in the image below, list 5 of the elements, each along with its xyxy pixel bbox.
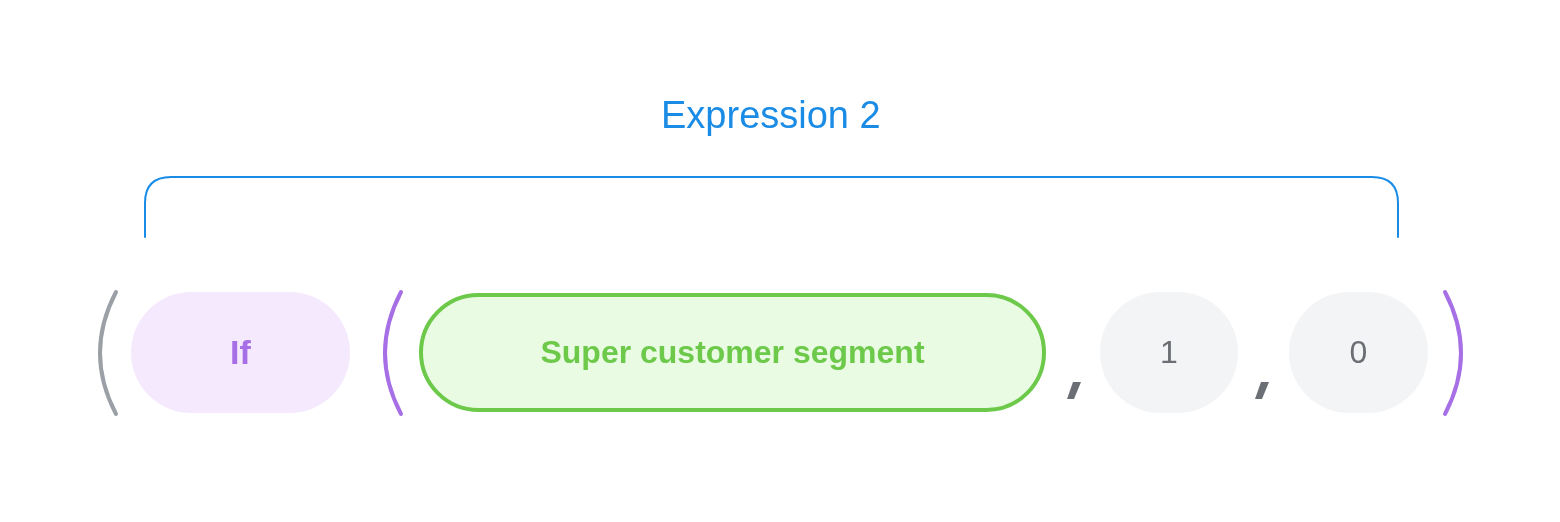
function-pill: If: [131, 292, 350, 413]
value-pill: 1: [1100, 292, 1238, 413]
bracket-label: Expression 2: [661, 94, 881, 138]
value-pill: 0: [1289, 292, 1428, 413]
condition-pill: Super customer segment: [419, 293, 1046, 412]
